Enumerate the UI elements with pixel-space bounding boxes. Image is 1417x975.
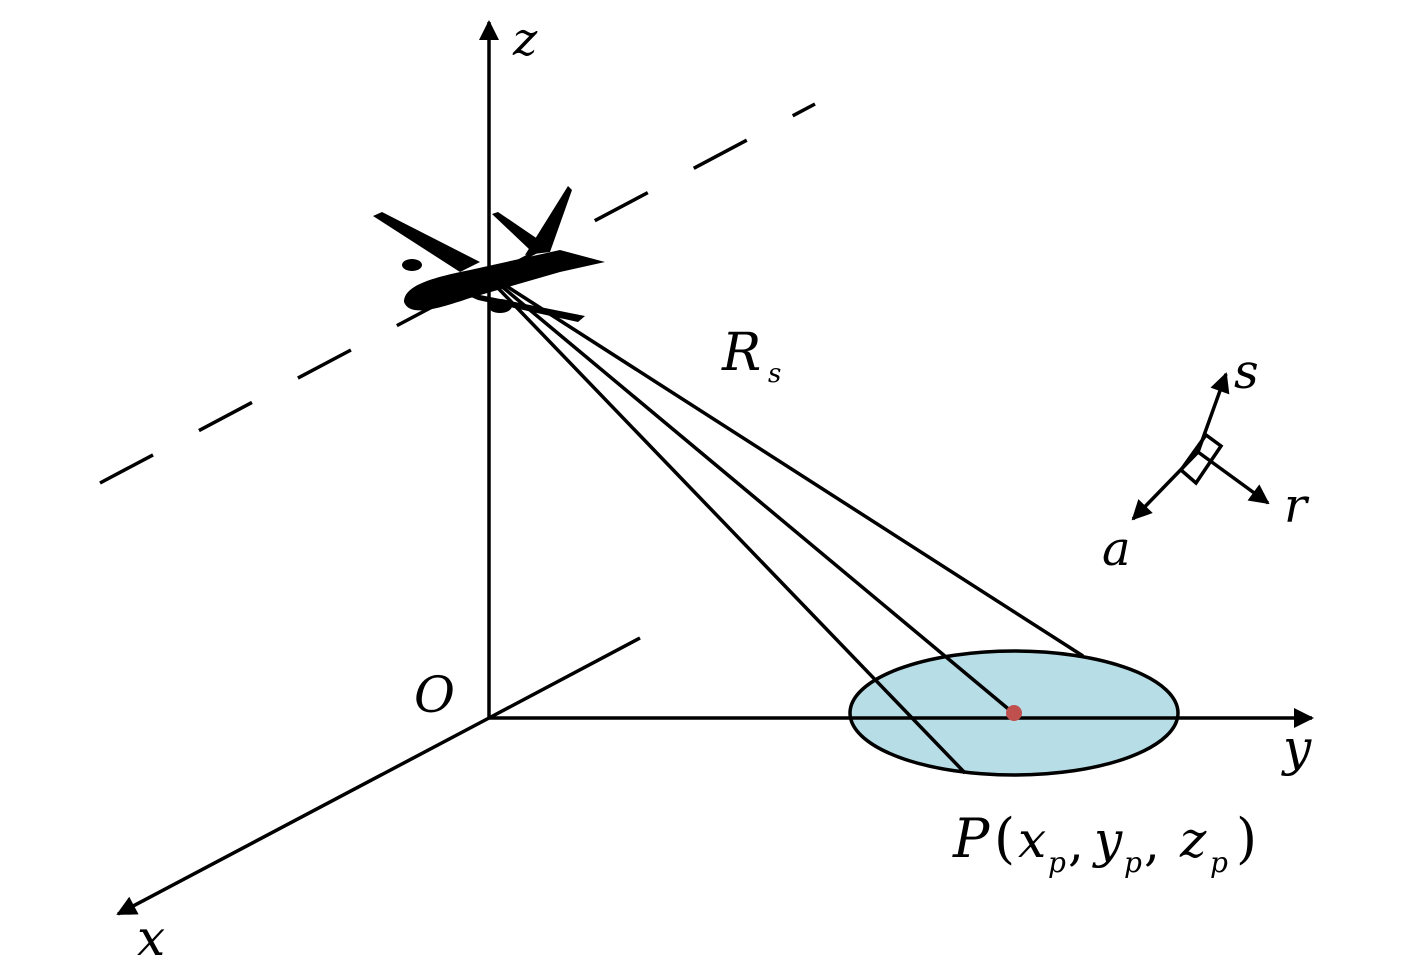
beam-edge-far: [499, 280, 1084, 658]
flight-path-line: [99, 102, 816, 485]
a-axis-label: a: [1102, 521, 1131, 577]
s-axis-label: s: [1234, 344, 1259, 400]
slant-range-line: [498, 283, 1014, 714]
local-coordinate-frame: [1131, 372, 1270, 521]
slant-range-label: R s: [721, 323, 781, 389]
x-axis: [116, 716, 490, 916]
origin-label: O: [414, 666, 455, 724]
target-point-dot: [1006, 705, 1022, 721]
r-axis-label: r: [1284, 478, 1310, 534]
x-axis-label: x: [137, 909, 165, 967]
airplane-silhouette-icon: [373, 186, 605, 322]
beam-edge-near: [495, 285, 967, 775]
z-axis-label: z: [512, 12, 538, 66]
r-axis-arrow: [1196, 450, 1270, 505]
right-angle-marker: [1178, 432, 1224, 486]
y-axis-label: y: [1281, 719, 1312, 777]
x-axis-back-extension: [488, 636, 641, 720]
target-point-label: P ( x p , y p , z p ): [952, 807, 1257, 879]
